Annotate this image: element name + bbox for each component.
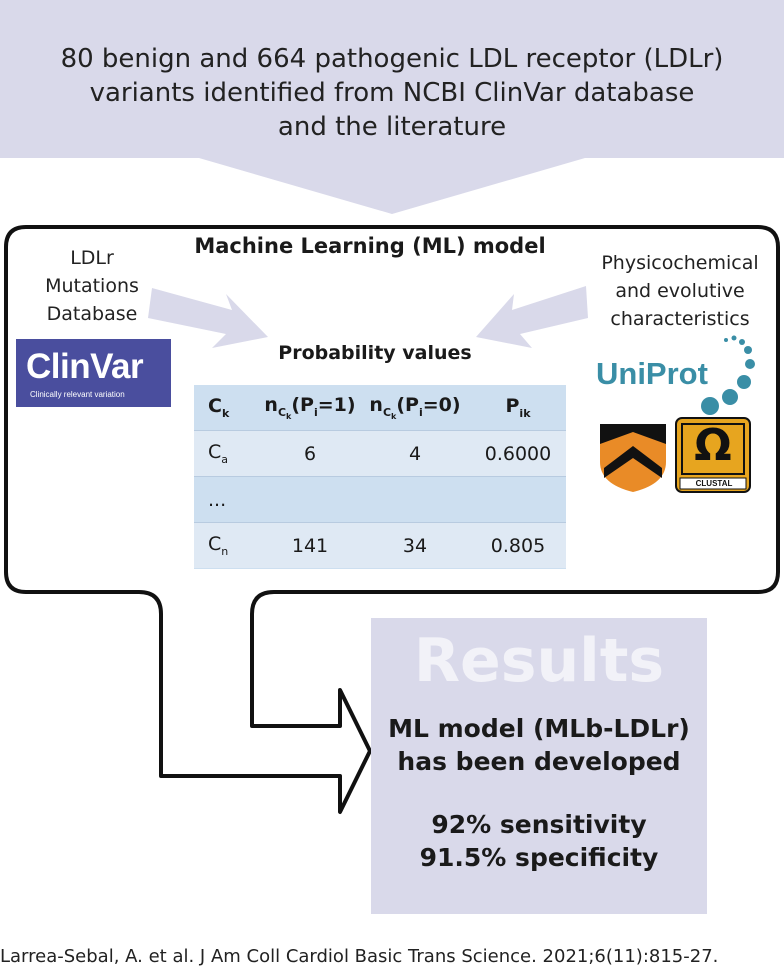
- results-specificity: 91.5% specificity: [419, 843, 659, 872]
- ldlr-label-line-3: Database: [46, 303, 138, 325]
- model-box-outline: [4, 225, 780, 814]
- probability-values-title: Probability values: [278, 342, 472, 364]
- uniprot-dots: [701, 335, 755, 415]
- header-pik: Pik: [505, 395, 531, 420]
- banner-line-1: 80 benign and 664 pathogenic LDL recepto…: [60, 44, 724, 74]
- clustal-omega-symbol: Ω: [694, 420, 732, 471]
- characteristics-label: Physicochemical and evolutive characteri…: [584, 249, 776, 333]
- ldlr-label-line-2: Mutations: [45, 275, 139, 297]
- results-box: [371, 618, 707, 914]
- banner-text: 80 benign and 664 pathogenic LDL recepto…: [0, 42, 784, 144]
- header-n-p1: nCk(Pi=1): [264, 394, 356, 421]
- header-n-p0: nCk(Pi=0): [369, 394, 461, 421]
- results-line-1: ML model (MLb-LDLr): [388, 714, 690, 743]
- ml-model-title: Machine Learning (ML) model: [194, 234, 546, 258]
- header-ck: Ck: [208, 395, 230, 420]
- results-line-2: has been developed: [397, 747, 681, 776]
- characteristics-line-3: characteristics: [610, 308, 750, 330]
- probability-table: Ck nCk(Pi=1) nCk(Pi=0) Pik Ca 6 4 0.6000…: [194, 385, 566, 569]
- left-input-arrow: [148, 288, 268, 348]
- uniprot-logo: UniProt: [596, 356, 708, 391]
- clinvar-logo: ClinVar Clinically relevant variation: [16, 339, 171, 407]
- table-row: ...: [194, 476, 566, 523]
- banner-line-3: and the literature: [277, 112, 507, 142]
- ldlr-label-line-1: LDLr: [70, 247, 114, 269]
- clinvar-logo-tagline: Clinically relevant variation: [30, 390, 125, 399]
- princeton-shield-logo: [600, 424, 666, 492]
- table-row: Cn 141 34 0.805: [194, 522, 566, 568]
- banner-line-2: variants identified from NCBI ClinVar da…: [89, 78, 695, 108]
- clinvar-logo-name: ClinVar: [26, 347, 144, 386]
- characteristics-line-2: and evolutive: [615, 280, 745, 302]
- results-title: Results: [413, 626, 665, 696]
- clustal-logo: [675, 417, 751, 493]
- characteristics-line-1: Physicochemical: [601, 252, 759, 274]
- table-row: Ca 6 4 0.6000: [194, 430, 566, 477]
- right-input-arrow: [476, 286, 588, 348]
- clustal-logo-label: CLUSTAL: [695, 479, 733, 488]
- table-header-row: Ck nCk(Pi=1) nCk(Pi=0) Pik: [194, 385, 566, 431]
- citation: Larrea-Sebal, A. et al. J Am Coll Cardio…: [0, 946, 719, 967]
- results-sensitivity: 92% sensitivity: [431, 810, 647, 839]
- ldlr-database-label: LDLr Mutations Database: [22, 244, 162, 328]
